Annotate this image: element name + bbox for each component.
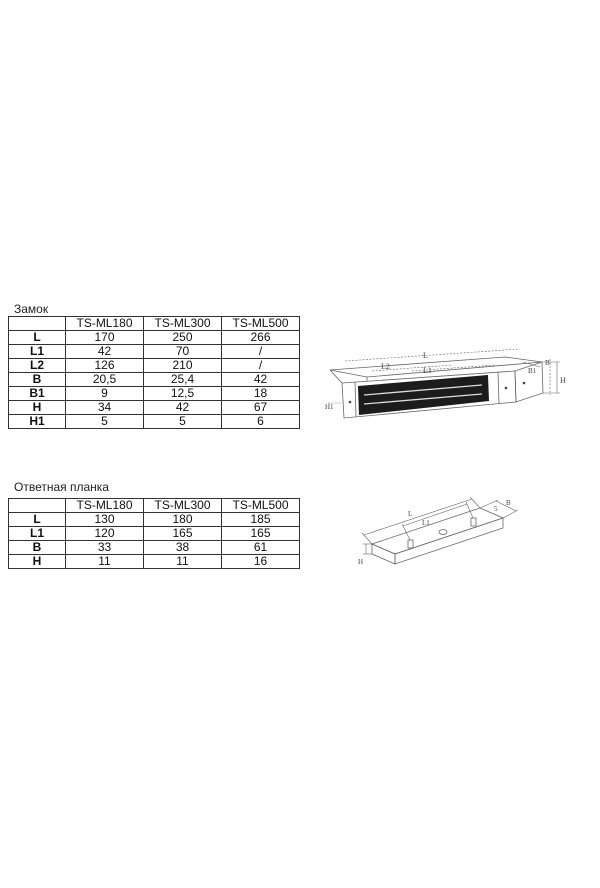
table-row: L 170 250 266: [8, 330, 300, 345]
row-label: H: [8, 554, 66, 569]
cell-value: 70: [143, 344, 222, 359]
cell-value: 34: [65, 400, 144, 415]
row-label: L: [8, 512, 66, 527]
table-row: B 20,5 25,4 42: [8, 372, 300, 387]
lock-header-model: TS-ML500: [221, 316, 300, 331]
cell-value: 126: [65, 358, 144, 373]
cell-value: 42: [221, 372, 300, 387]
plate-front-face: [371, 543, 396, 565]
plate-pin: [407, 539, 414, 549]
lock-dim-B: B: [545, 359, 550, 367]
plate-spec-table: TS-ML180 TS-ML300 TS-ML500 L 130 180 185…: [8, 498, 300, 569]
row-label: L1: [8, 526, 66, 541]
plate-dim-5: 5: [494, 505, 498, 513]
cell-value: /: [221, 358, 300, 373]
plate-pin: [470, 517, 477, 527]
cell-value: 5: [143, 414, 222, 429]
row-label: H: [8, 400, 66, 415]
lock-dim-L2: L2: [381, 362, 390, 371]
plate-dim-L: L: [408, 510, 412, 518]
lock-magnet-core: [358, 375, 489, 415]
plate-dimension-drawing: L L1 B 5 H: [358, 496, 519, 566]
table-row: H 34 42 67: [8, 400, 300, 415]
cell-value: 165: [221, 526, 300, 541]
cell-value: 11: [143, 554, 222, 569]
table-row: L 130 180 185: [8, 512, 300, 527]
lock-dim-L1: L1: [423, 366, 432, 375]
table-row: L1 120 165 165: [8, 526, 300, 541]
plate-header-corner: [8, 498, 66, 513]
cell-value: 210: [143, 358, 222, 373]
lock-header-corner: [8, 316, 66, 331]
cell-value: 250: [143, 330, 222, 345]
plate-header-row: TS-ML180 TS-ML300 TS-ML500: [8, 498, 300, 513]
cell-value: 6: [221, 414, 300, 429]
lock-dim-B1: B1: [528, 367, 537, 375]
plate-side-face: [394, 517, 504, 565]
cell-value: 165: [143, 526, 222, 541]
cell-value: 33: [65, 540, 144, 555]
cell-value: 20,5: [65, 372, 144, 387]
lock-dim-H: H: [560, 376, 566, 385]
cell-value: 120: [65, 526, 144, 541]
lock-header-model: TS-ML180: [65, 316, 144, 331]
table-row: B 33 38 61: [8, 540, 300, 555]
lock-dim-L: L: [423, 351, 428, 360]
cell-value: 18: [221, 386, 300, 401]
cell-value: 11: [65, 554, 144, 569]
plate-top-face: [370, 507, 505, 555]
cell-value: 38: [143, 540, 222, 555]
table-row: H 11 11 16: [8, 554, 300, 569]
lock-section-title: Замок: [14, 302, 49, 316]
row-label: L: [8, 330, 66, 345]
table-row: L1 42 70 /: [8, 344, 300, 359]
lock-spec-table: TS-ML180 TS-ML300 TS-ML500 L 170 250 266…: [8, 316, 300, 429]
plate-dim-H: H: [358, 558, 363, 566]
cell-value: /: [221, 344, 300, 359]
table-row: L2 126 210 /: [8, 358, 300, 373]
lock-header-model: TS-ML300: [143, 316, 222, 331]
cell-value: 5: [65, 414, 144, 429]
lock-top-face: [329, 356, 543, 378]
plate-header-model: TS-ML180: [65, 498, 144, 513]
lock-header-row: TS-ML180 TS-ML300 TS-ML500: [8, 316, 300, 331]
table-row: B1 9 12,5 18: [8, 386, 300, 401]
cell-value: 170: [65, 330, 144, 345]
row-label: B: [8, 372, 66, 387]
row-label: B1: [8, 386, 66, 401]
cell-value: 67: [221, 400, 300, 415]
row-label: L2: [8, 358, 66, 373]
cell-value: 42: [65, 344, 144, 359]
row-label: B: [8, 540, 66, 555]
table-row: H1 5 5 6: [8, 414, 300, 429]
plate-header-model: TS-ML300: [143, 498, 222, 513]
row-label: H1: [8, 414, 66, 429]
cell-value: 25,4: [143, 372, 222, 387]
cell-value: 61: [221, 540, 300, 555]
plate-header-model: TS-ML500: [221, 498, 300, 513]
plate-dim-B: B: [506, 499, 511, 507]
row-label: L1: [8, 344, 66, 359]
cell-value: 9: [65, 386, 144, 401]
plate-section-title: Ответная планка: [14, 480, 109, 494]
cell-value: 185: [221, 512, 300, 527]
lock-dimension-drawing: L L2 L1 B B1 H H1: [325, 348, 566, 419]
cell-value: 130: [65, 512, 144, 527]
cell-value: 42: [143, 400, 222, 415]
lock-dim-H1: H1: [325, 403, 334, 411]
cell-value: 16: [221, 554, 300, 569]
plate-center-hole: [438, 529, 448, 535]
cell-value: 266: [221, 330, 300, 345]
cell-value: 12,5: [143, 386, 222, 401]
cell-value: 180: [143, 512, 222, 527]
plate-dim-L1: L1: [422, 519, 430, 527]
